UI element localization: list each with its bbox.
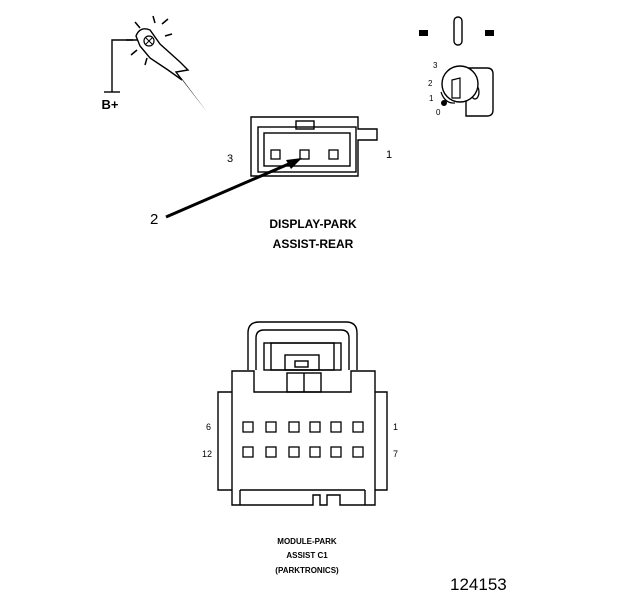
display-pin-3-label: 3 bbox=[227, 153, 233, 165]
ignition-switch-icon bbox=[419, 16, 494, 117]
test-light-probe-icon bbox=[104, 15, 207, 112]
module-pin-1-label: 1 bbox=[393, 422, 398, 432]
module-pin-12-label: 12 bbox=[202, 449, 212, 459]
ignition-position-2: 2 bbox=[428, 79, 433, 88]
display-connector-title-line2: ASSIST-REAR bbox=[273, 237, 354, 251]
ignition-position-1: 1 bbox=[429, 94, 434, 103]
module-pin-6-label: 6 bbox=[206, 422, 211, 432]
ignition-position-3: 3 bbox=[433, 61, 438, 70]
display-connector-icon bbox=[250, 116, 378, 177]
ignition-position-0: 0 bbox=[436, 108, 441, 117]
module-connector-title-line1: MODULE-PARK bbox=[277, 537, 337, 546]
display-connector-title-line1: DISPLAY-PARK bbox=[269, 217, 357, 231]
module-connector-icon bbox=[217, 321, 388, 506]
display-pin-1-label: 1 bbox=[386, 149, 392, 161]
callout-arrow-icon bbox=[165, 158, 302, 219]
module-pin-7-label: 7 bbox=[393, 449, 398, 459]
module-connector-title-line2: ASSIST C1 bbox=[286, 551, 328, 560]
module-connector-title-line3: (PARKTRONICS) bbox=[275, 566, 339, 575]
figure-number: 124153 bbox=[450, 575, 507, 594]
voltage-label: B+ bbox=[102, 97, 119, 112]
callout-number: 2 bbox=[150, 211, 158, 228]
